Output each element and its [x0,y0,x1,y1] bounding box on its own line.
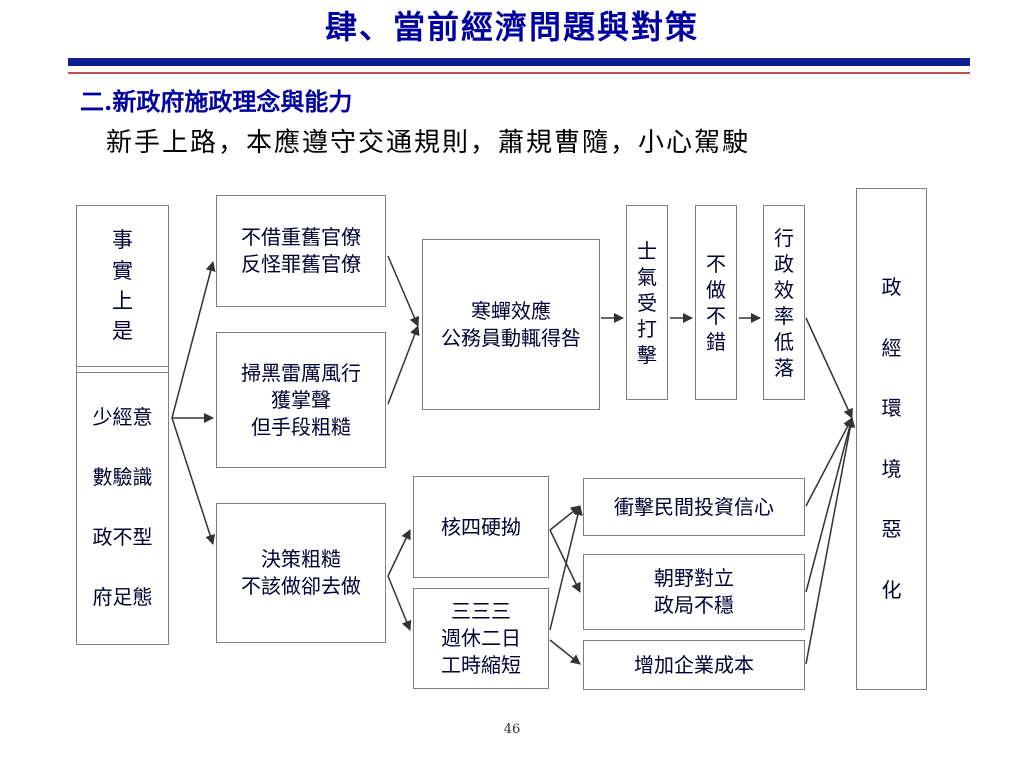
box-char: 低 [774,329,794,354]
box-char: 做 [706,277,726,302]
box-line: 週休二日 [441,626,521,650]
box-line: 寒蟬效應 [471,298,551,323]
inaction-box: 不 做 不 錯 [695,205,737,400]
arrow-workweek-to-cost [549,639,581,665]
fact-box: 事 實 上 是 少經意 數驗識 政不型 府足態 [76,205,169,645]
box-line: 朝野對立 [654,566,734,590]
fact-desc-line: 政不型 [92,524,153,549]
title-rule-thick [68,58,970,66]
box-char: 效 [774,277,794,302]
arrow-politics-to-result [805,417,855,593]
box-char: 落 [774,355,794,380]
fact-divider [77,366,168,373]
box-char: 經 [881,335,902,360]
box-char: 氣 [637,264,657,289]
box-line: 不該做卻去做 [241,574,361,598]
box-line: 核四硬拗 [441,514,521,539]
box-line: 決策粗糙 [261,547,341,571]
box-char: 政 [881,275,902,299]
arrow-fact-to-policy3 [171,417,215,545]
fact-label-line: 實 [112,258,133,283]
subheading: 新手上路，本應遵守交通規則，蕭規曹隨，小心駕駛 [106,128,751,158]
box-char: 政 [774,251,794,276]
result-box: 政 經 環 境 惡 化 [856,188,927,690]
arrow-policy1-to-cicada [387,255,420,327]
fact-label: 事 實 上 是 [77,206,168,366]
box-line: 政局不穩 [654,593,734,617]
policy-anti-gang-box: 掃黑雷厲風行 獲掌聲 但手段粗糙 [216,332,386,468]
box-char: 不 [706,303,726,328]
morale-box: 士 氣 受 打 擊 [626,205,668,400]
section-heading: 二.新政府施政理念與能力 [80,87,353,116]
box-char: 打 [637,316,657,341]
box-char: 行 [774,225,794,250]
box-line: 公務員動輒得咎 [441,325,581,350]
box-line: 衝擊民間投資信心 [614,494,774,519]
fact-label-line: 上 [112,289,133,313]
box-line: 三三三 [451,599,511,623]
box-char: 率 [774,303,794,328]
investment-box: 衝擊民間投資信心 [583,478,805,536]
box-char: 擊 [637,342,657,367]
policy-rough-decision-box: 決策粗糙 不該做卻去做 [216,503,386,643]
policy-bureaucrats-box: 不借重舊官僚 反怪罪舊官僚 [216,195,386,307]
arrow-efficiency-to-result [805,317,853,419]
page-number: 46 [503,722,521,737]
box-line: 工時縮短 [441,653,521,677]
arrow-fact-to-policy1 [171,261,216,419]
title-rule-thin [68,72,970,74]
arrow-policy3-to-workweek [387,575,412,631]
box-line: 掃黑雷厲風行 [241,360,361,385]
box-char: 化 [881,577,902,602]
fact-label-line: 事 [112,228,133,253]
nuclear-plant-box: 核四硬拗 [413,476,549,578]
box-line: 但手段粗糙 [251,414,351,439]
fact-desc-line: 數驗識 [92,464,153,489]
arrow-nuclear-to-politics [549,529,581,593]
fact-desc-line: 少經意 [92,404,153,429]
box-char: 錯 [706,329,726,354]
workweek-box: 三三三 週休二日 工時縮短 [413,588,549,689]
fact-desc: 少經意 數驗識 政不型 府足態 [77,373,168,641]
box-char: 士 [637,238,657,263]
arrow-cost-to-result [805,417,856,665]
fact-label-line: 是 [112,319,133,344]
box-char: 不 [706,251,726,276]
fact-desc-line: 府足態 [92,584,153,609]
arrow-workweek-to-investment [549,505,583,631]
arrow-policy2-to-cicada [387,325,420,405]
box-line: 獲掌聲 [271,387,331,412]
arrow-investment-to-result [805,417,853,507]
box-line: 增加企業成本 [634,652,754,677]
box-char: 受 [637,290,657,315]
box-char: 環 [881,396,902,421]
chilling-effect-box: 寒蟬效應 公務員動輒得咎 [422,239,600,410]
arrow-policy3-to-nuclear [387,529,411,577]
box-line: 反怪罪舊官僚 [241,252,361,276]
politics-box: 朝野對立 政局不穩 [583,554,805,630]
box-char: 惡 [881,517,902,542]
slide-title: 肆、當前經濟問題與對策 [324,8,699,46]
cost-box: 增加企業成本 [583,640,805,690]
box-line: 不借重舊官僚 [241,225,361,249]
efficiency-box: 行 政 效 率 低 落 [763,205,805,400]
box-char: 境 [881,456,902,481]
